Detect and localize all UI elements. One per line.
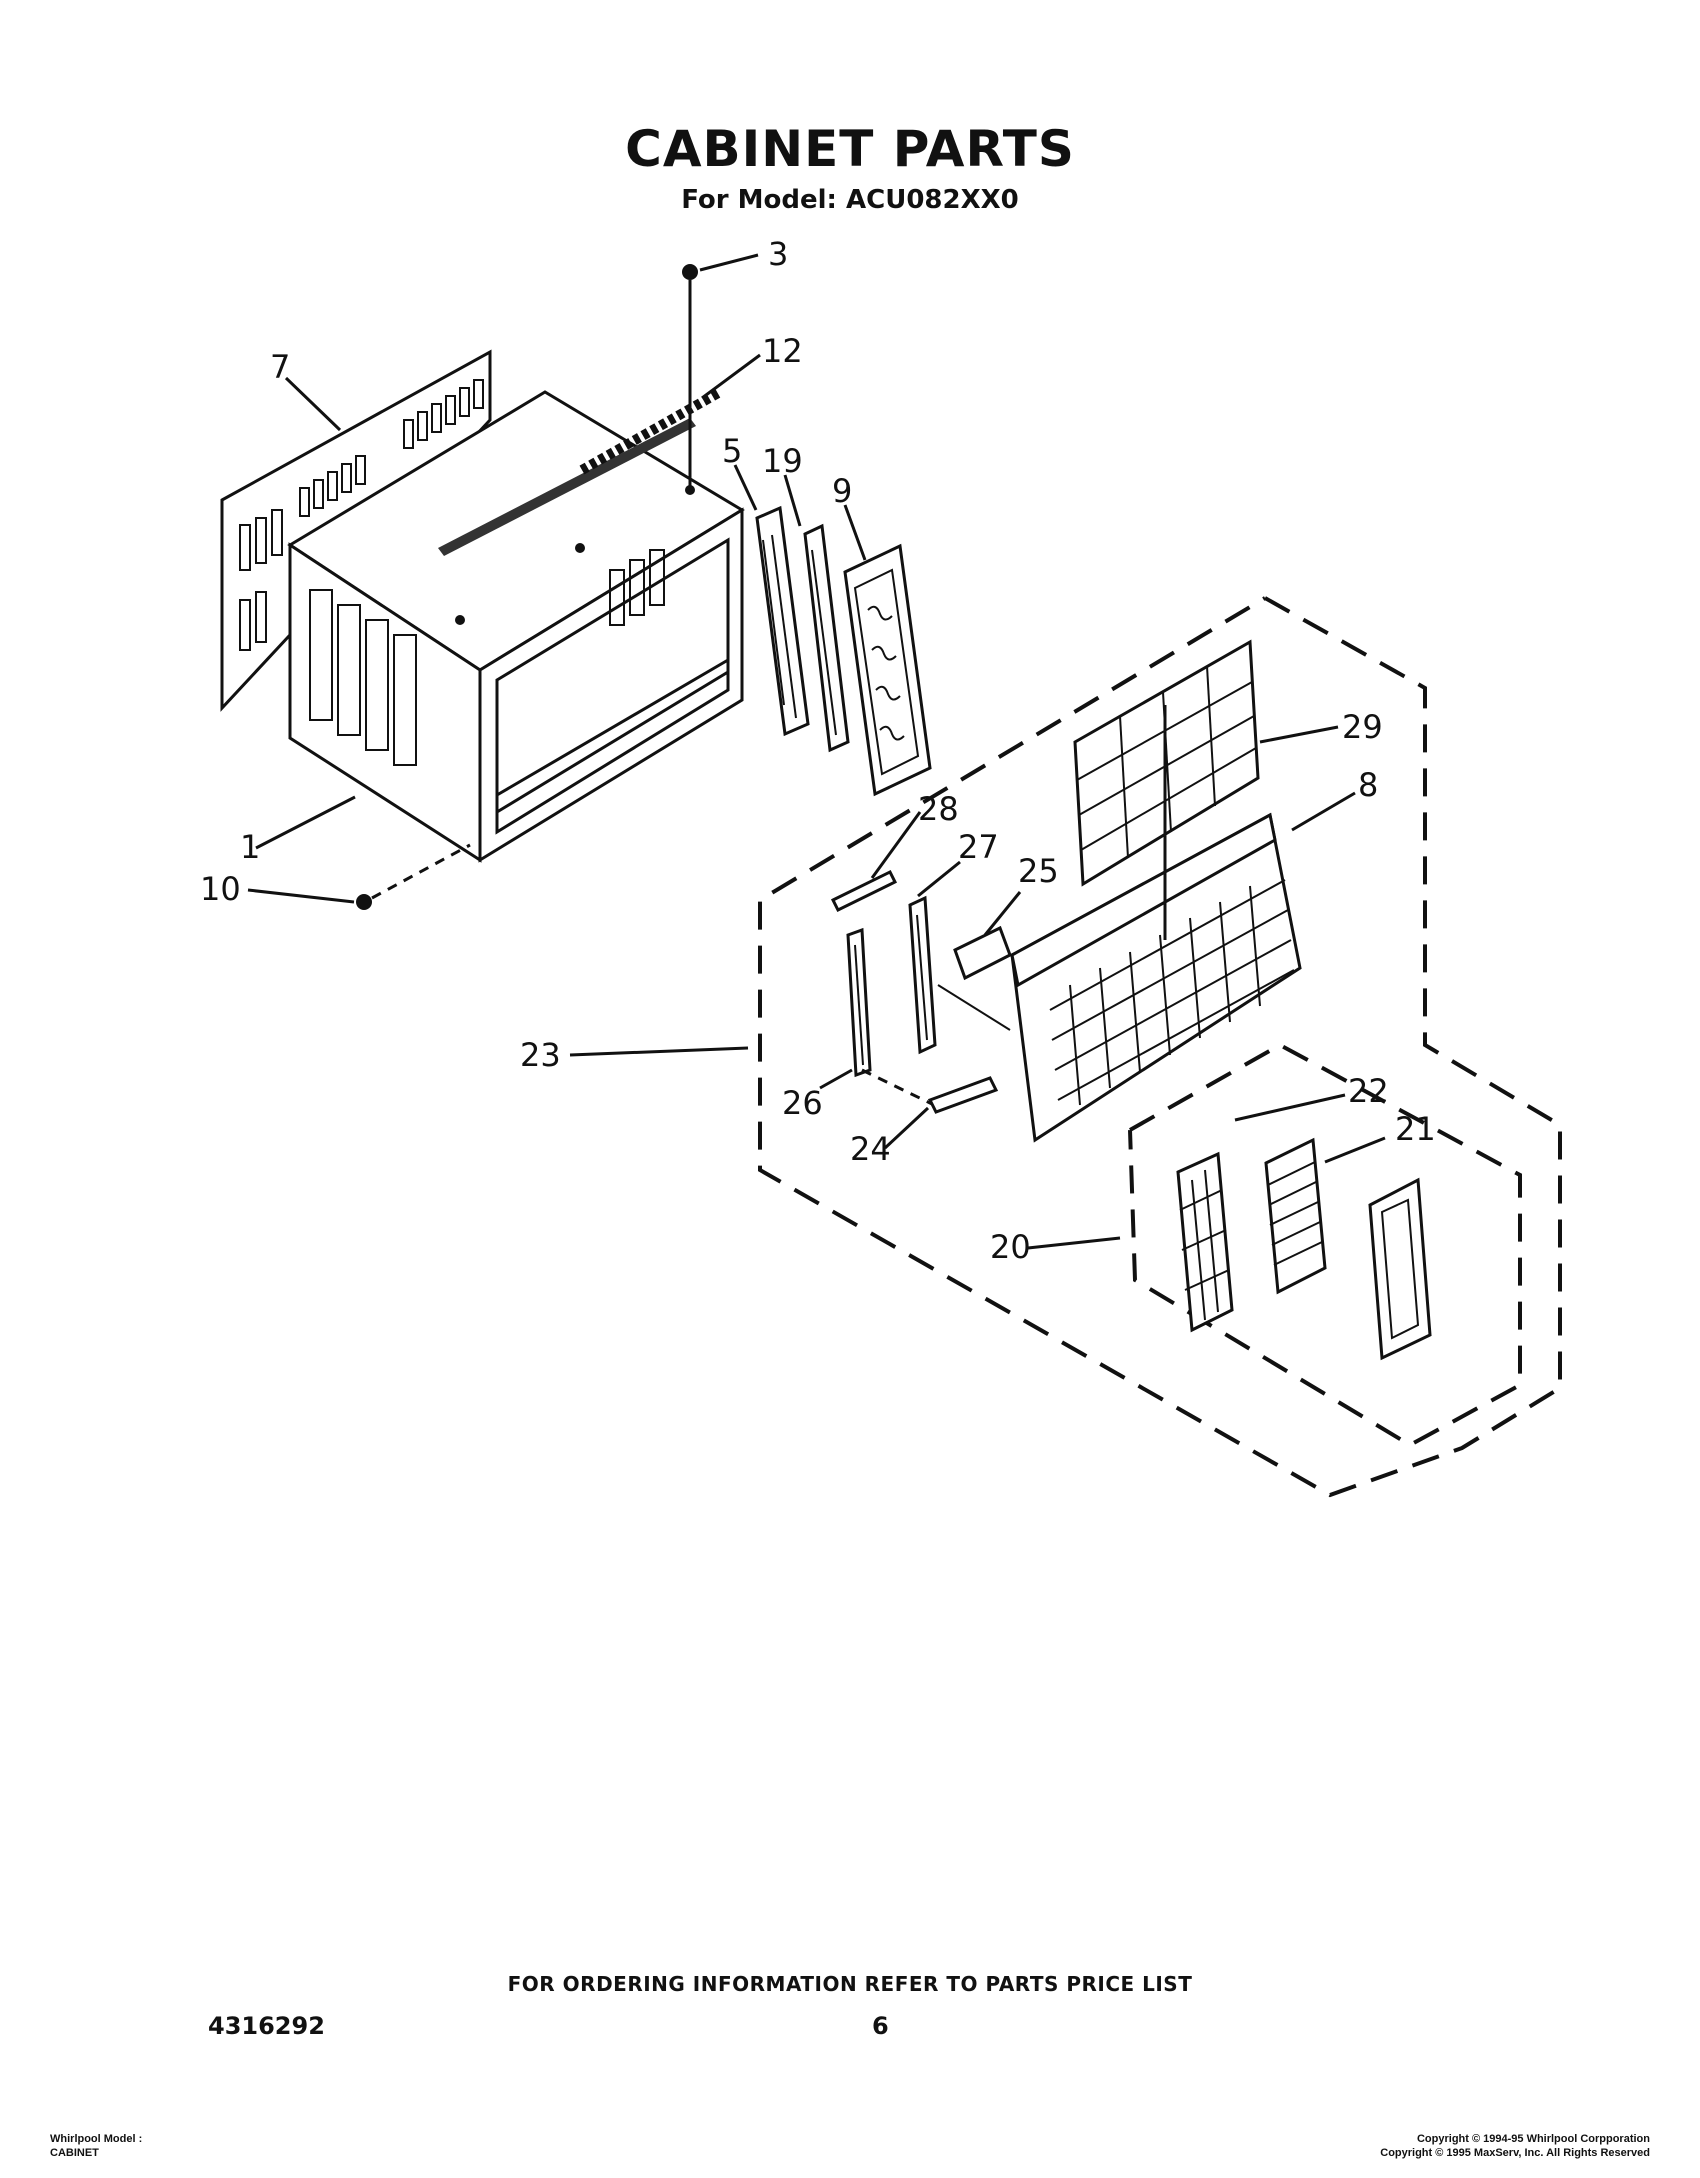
callout-3: 3 — [768, 235, 788, 273]
callout-19: 19 — [762, 442, 803, 480]
model-footer: Whirlpool Model : CABINET — [50, 2132, 142, 2160]
callout-7: 7 — [270, 348, 290, 386]
trim-strip-part-26 — [846, 927, 872, 1078]
page-number: 6 — [872, 2012, 889, 2040]
callout-20: 20 — [990, 1228, 1031, 1266]
cabinet-wrapper — [287, 390, 745, 863]
louver-frame-part-22 — [1176, 1151, 1234, 1333]
screw-part-10 — [356, 843, 471, 910]
louver-housing — [1368, 1177, 1432, 1361]
callout-28: 28 — [918, 790, 959, 828]
filter-part-9 — [843, 543, 932, 797]
callout-27: 27 — [958, 828, 999, 866]
copyright-line1: Copyright © 1994-95 Whirlpool Corpporati… — [1416, 2133, 1650, 2145]
callout-8: 8 — [1358, 766, 1378, 804]
callout-26: 26 — [782, 1084, 823, 1122]
model-footer-line1: Whirlpool Model : — [50, 2133, 143, 2145]
leader-lines — [247, 253, 1386, 1250]
callout-12: 12 — [762, 332, 803, 370]
callout-22: 22 — [1348, 1072, 1389, 1110]
copyright-footer: Copyright © 1994-95 Whirlpool Corpporati… — [1380, 2132, 1650, 2160]
callout-21: 21 — [1395, 1110, 1436, 1148]
seal-strip-part-19 — [803, 523, 850, 753]
model-footer-line2: CABINET — [50, 2147, 99, 2159]
callout-25: 25 — [1018, 852, 1059, 890]
callout-9: 9 — [832, 472, 852, 510]
callout-29: 29 — [1342, 708, 1383, 746]
screw-part-3 — [682, 264, 698, 488]
callout-labels: 7 3 12 5 19 9 1 10 29 8 28 27 25 23 26 2… — [200, 235, 1436, 1266]
seal-strip-part-5 — [755, 505, 810, 737]
callout-1: 1 — [240, 828, 260, 866]
louver-blades-part-21 — [1264, 1137, 1327, 1295]
callout-24: 24 — [850, 1130, 891, 1168]
page-title: CABINET PARTS — [625, 120, 1075, 178]
trim-piece-part-28 — [830, 869, 898, 913]
model-subtitle: For Model: ACU082XX0 — [681, 185, 1019, 215]
trim-strip-part-27 — [908, 895, 937, 1055]
copyright-line2: Copyright © 1995 MaxServ, Inc. All Right… — [1380, 2147, 1650, 2159]
front-grille-part-8 — [1010, 705, 1302, 1143]
document-number: 4316292 — [208, 2012, 325, 2040]
clip-part-24 — [861, 984, 1011, 1114]
ordering-note: FOR ORDERING INFORMATION REFER TO PARTS … — [507, 1972, 1193, 1996]
louver-assembly-boundary — [1128, 1042, 1522, 1448]
callout-23: 23 — [520, 1036, 561, 1074]
label-part-25 — [953, 925, 1012, 981]
callout-5: 5 — [722, 432, 742, 470]
front-panel-assembly-boundary — [758, 596, 1562, 1498]
callout-10: 10 — [200, 870, 241, 908]
top-strip-part-12 — [579, 387, 723, 475]
